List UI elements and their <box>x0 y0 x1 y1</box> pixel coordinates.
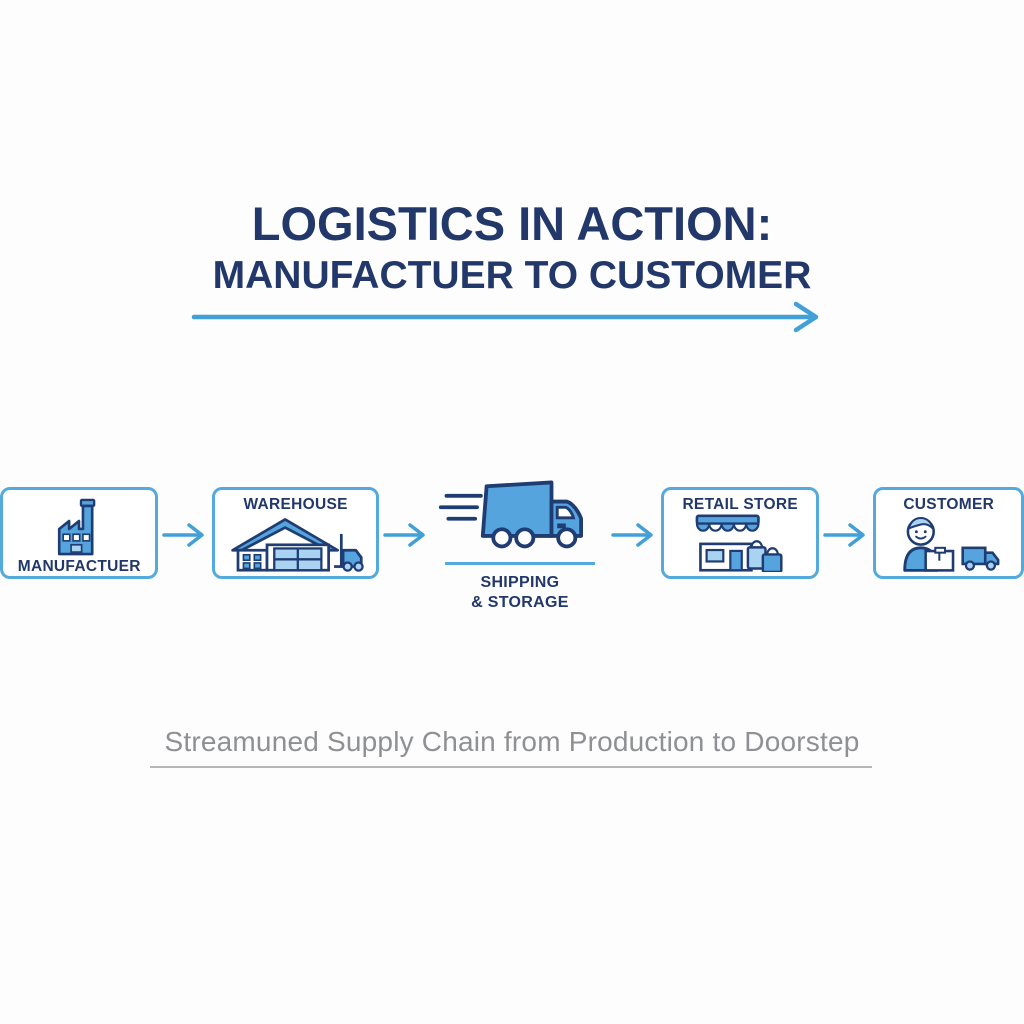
stage-retail-store: RETAIL STORE <box>660 487 820 579</box>
stage-manufacturer: MANUFACTUER <box>0 487 159 579</box>
footer-underline <box>150 766 872 768</box>
stage-label-shipping-storage: SHIPPING & STORAGE <box>471 573 569 613</box>
stage-label-customer: CUSTOMER <box>903 496 995 513</box>
stage-warehouse: WAREHOUSE <box>212 487 379 579</box>
stage-customer: CUSTOMER <box>873 487 1024 579</box>
title-line-1: LOGISTICS IN ACTION: <box>251 197 773 250</box>
footer-subtitle: Streamuned Supply Chain from Production … <box>164 726 860 757</box>
stage-label-retail-store: RETAIL STORE <box>682 496 798 513</box>
shipping-underline <box>444 562 595 565</box>
right-arrow-icon <box>379 520 433 555</box>
person-with-package-truck-icon <box>888 514 1010 572</box>
stage-label-warehouse: WAREHOUSE <box>243 496 348 513</box>
right-arrow-icon <box>607 520 661 555</box>
stage-shipping-storage: SHIPPING & STORAGE <box>433 471 607 613</box>
supply-chain-flow-row: MANUFACTUER WAREHOUSE <box>0 480 1024 613</box>
right-arrow-icon <box>819 520 873 555</box>
title-block: LOGISTICS IN ACTION: MANUFACTUER TO CUST… <box>0 200 1024 298</box>
shipping-label-line-2: & STORAGE <box>471 594 569 611</box>
warehouse-forklift-icon <box>226 514 366 572</box>
title-line-2: MANUFACTUER TO CUSTOMER <box>212 254 812 297</box>
stage-label-manufacturer: MANUFACTUER <box>17 558 141 575</box>
shipping-label-line-1: SHIPPING <box>480 574 560 591</box>
storefront-shopping-bags-icon <box>684 514 796 572</box>
delivery-truck-icon <box>438 471 602 560</box>
right-arrow-icon <box>158 520 212 555</box>
long-right-arrow-icon <box>190 300 834 339</box>
factory-icon <box>46 496 112 558</box>
